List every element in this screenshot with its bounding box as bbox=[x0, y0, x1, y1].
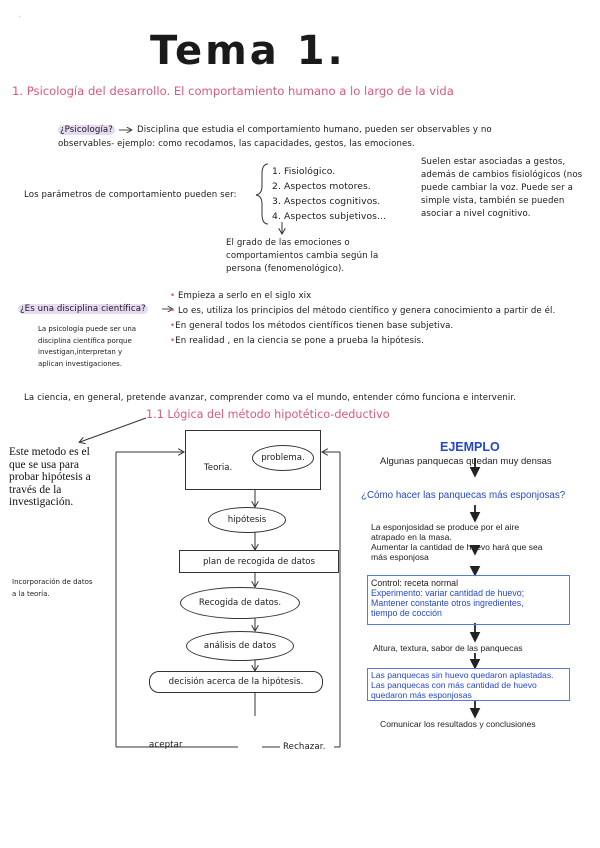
page-title: Tema 1. bbox=[150, 28, 346, 74]
bullet-list: • Empieza a serlo en el siglo xix • Lo e… bbox=[170, 289, 555, 349]
recogida-oval: Recogida de datos. bbox=[180, 587, 300, 619]
rechazar-label: Rechazar. bbox=[283, 742, 326, 752]
params-list: 1. Fisiológico. 2. Aspectos motores. 3. … bbox=[272, 164, 386, 224]
teoria-box: Teoria. problema. bbox=[185, 430, 321, 490]
ejemplo-title: EJEMPLO bbox=[440, 440, 500, 454]
definition-line-2: observables- ejemplo: como recodamos, la… bbox=[58, 139, 415, 149]
ejemplo-comunicar: Comunicar los resultados y conclusiones bbox=[380, 719, 536, 729]
ejemplo-medida: Altura, textura, sabor de las panquecas bbox=[373, 643, 523, 653]
question-cientifica: ¿Es una disciplina científica? bbox=[18, 304, 148, 314]
ejemplo-results-box: Las panquecas sin huevo quedaron aplasta… bbox=[367, 668, 570, 701]
param-item: 1. Fisiológico. bbox=[272, 166, 336, 177]
ejemplo-experiment-box: Control: receta normal Experimento: vari… bbox=[367, 575, 570, 625]
ejemplo-step-1: Algunas panquecas quedan muy densas bbox=[380, 456, 552, 467]
definition-line-1: Disciplina que estudia el comportamiento… bbox=[137, 125, 492, 135]
aceptar-label: aceptar bbox=[149, 740, 183, 750]
analisis-oval: análisis de datos bbox=[186, 631, 294, 661]
ejemplo-hypothesis: La esponjosidad se produce por el aire a… bbox=[371, 522, 543, 562]
emotion-note: El grado de las emociones o comportamien… bbox=[226, 238, 379, 274]
corner-mark: ´ bbox=[18, 16, 21, 23]
ciencia-text: La ciencia, en general, pretende avanzar… bbox=[24, 393, 517, 403]
problema-oval: problema. bbox=[252, 445, 314, 471]
section-heading-1: 1. Psicología del desarrollo. El comport… bbox=[12, 84, 454, 98]
ejemplo-question: ¿Cómo hacer las panquecas más esponjosas… bbox=[361, 490, 566, 501]
incorporacion-note: Incorporación de datos a la teoría. bbox=[12, 578, 93, 598]
param-item: 2. Aspectos motores. bbox=[272, 181, 371, 192]
plan-box: plan de recogida de datos bbox=[179, 550, 339, 573]
param-item: 3. Aspectos cognitivos. bbox=[272, 196, 381, 207]
bullet-item: • Empieza a serlo en el siglo xix bbox=[170, 291, 312, 301]
hipotesis-oval: hipótesis bbox=[208, 507, 286, 533]
question-psicologia: ¿Psicología? bbox=[58, 125, 115, 135]
params-label: Los parámetros de comportamiento pueden … bbox=[24, 190, 237, 200]
section-heading-1-1: 1.1 Lógica del método hipotético-deducti… bbox=[146, 408, 390, 421]
small-note: La psicología puede ser una disciplina c… bbox=[38, 325, 137, 368]
bullet-item: • Lo es, utiliza los principios del méto… bbox=[170, 306, 556, 316]
bullet-item: •En general todos los métodos científico… bbox=[170, 321, 454, 331]
method-note: Este metodo es el que se usa para probar… bbox=[9, 446, 91, 508]
side-note: Suelen estar asociadas a gestos, además … bbox=[421, 157, 583, 219]
param-item: 4. Aspectos subjetivos... bbox=[272, 211, 387, 222]
bullet-item: •En realidad , en la ciencia se pone a p… bbox=[170, 336, 424, 346]
decision-box: decisión acerca de la hipótesis. bbox=[149, 671, 323, 693]
